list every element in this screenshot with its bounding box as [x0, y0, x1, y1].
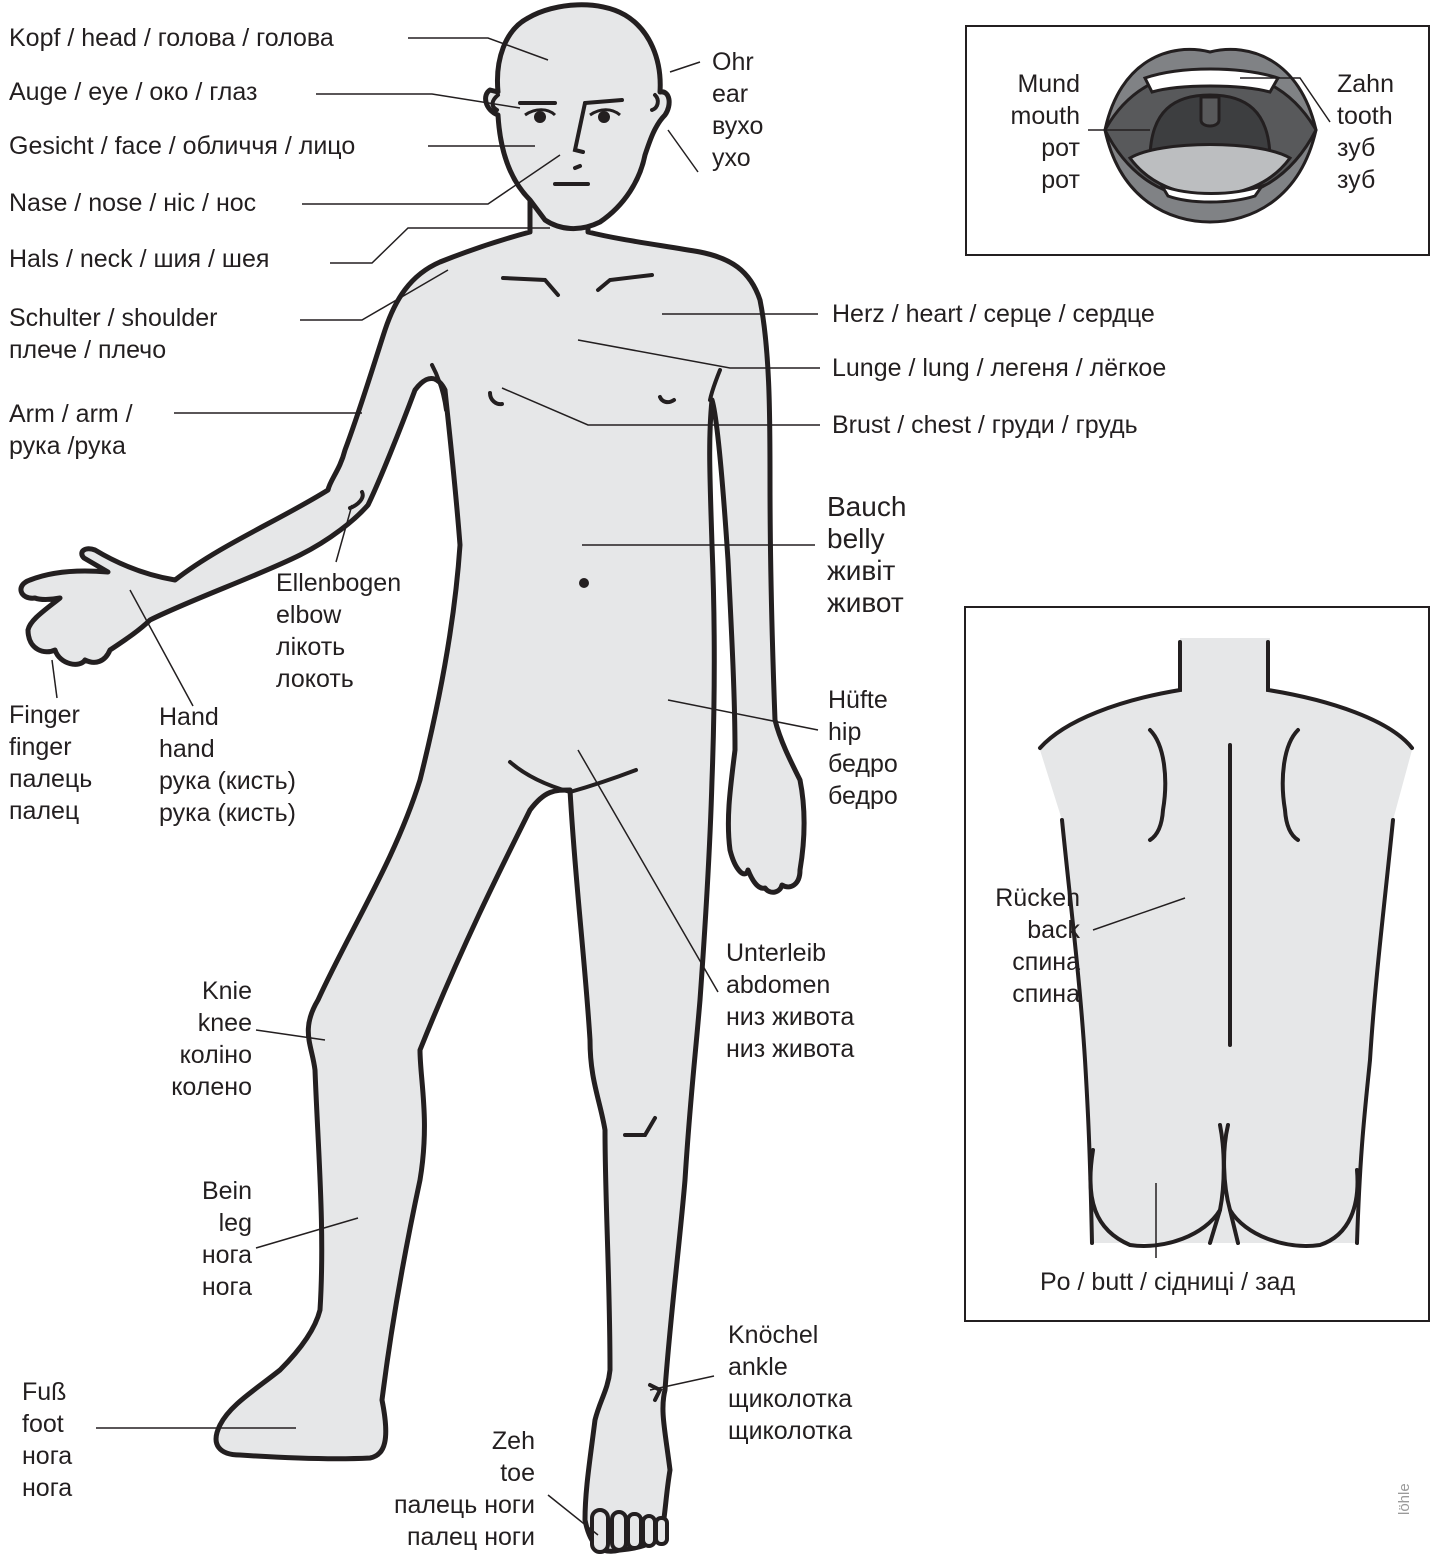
back-illustration	[1040, 638, 1412, 1258]
label-neck: Hals / neck / шия / шея	[9, 243, 269, 275]
label-face: Gesicht / face / обличчя / лицо	[9, 130, 355, 162]
label-eye: Auge / eye / око / глаз	[9, 76, 257, 108]
label-arm: Arm / arm /рука /рука	[9, 398, 133, 462]
label-chest: Brust / chest / груди / грудь	[832, 409, 1138, 441]
image-credit: löhle	[1396, 1483, 1413, 1515]
head-shape	[486, 5, 670, 229]
label-heart: Herz / heart / серце / сердце	[832, 298, 1155, 330]
label-nose: Nase / nose / ніс / нос	[9, 187, 256, 219]
label-lung: Lunge / lung / легеня / лёгкое	[832, 352, 1166, 384]
body-silhouette	[21, 190, 804, 1551]
label-head: Kopf / head / голова / голова	[9, 22, 334, 54]
label-butt: Po / butt / сідниці / зад	[1040, 1266, 1295, 1298]
